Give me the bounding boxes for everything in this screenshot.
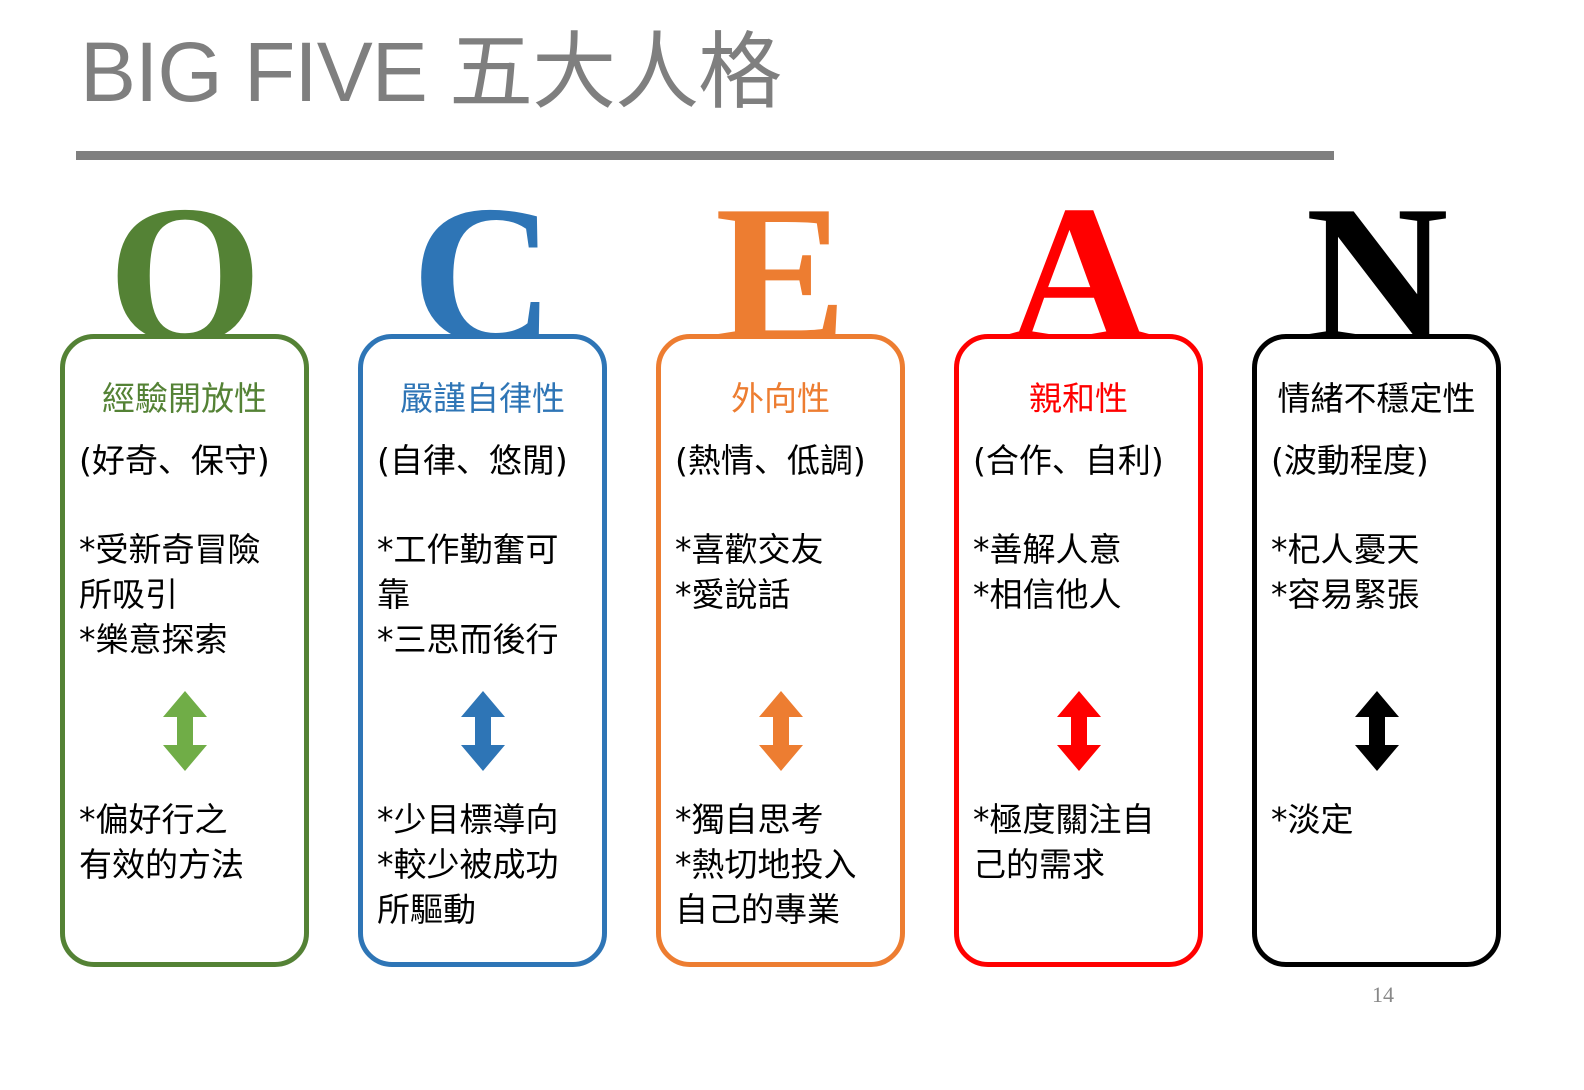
title-divider [76,151,1334,160]
double-arrow-icon [461,691,505,771]
trait-line: 有效的方法 [79,845,244,884]
trait-line: *相信他人 [973,575,1122,614]
trait-card: 嚴謹自律性 (自律、悠閒) *工作勤奮可靠 *三思而後行 *少目標導向 *較少被成功所驅動 [358,334,607,967]
trait-line: *偏好行之 [79,800,228,839]
trait-subtitle: (好奇、保守) [79,441,270,480]
big-letter: O [107,165,262,384]
trait-heading: 親和性 [1029,379,1128,418]
trait-line: 所驅動 [377,890,476,929]
high-trait-list: *受新奇冒險所吸引 *樂意探索 [79,527,301,662]
double-arrow-icon [759,691,803,771]
trait-line: *三思而後行 [377,620,559,659]
trait-card: 親和性 (合作、自利) *善解人意 *相信他人 *極度關注自己的需求 [954,334,1203,967]
trait-card: 經驗開放性 (好奇、保守) *受新奇冒險所吸引 *樂意探索 *偏好行之有效的方法 [60,334,309,967]
high-trait-list: *善解人意 *相信他人 [973,527,1195,617]
low-trait-list: *淡定 [1271,797,1493,842]
low-trait-list: *偏好行之有效的方法 [79,797,301,887]
trait-line: *淡定 [1271,800,1354,839]
high-trait-list: *工作勤奮可靠 *三思而後行 [377,527,599,662]
trait-line: *少目標導向 [377,800,559,839]
trait-subtitle: (熱情、低調) [675,441,866,480]
page-title: BIG FIVE 五大人格 [80,25,782,119]
trait-line: *杞人憂天 [1271,530,1420,569]
trait-line: *容易緊張 [1271,575,1420,614]
trait-heading: 經驗開放性 [102,379,267,418]
trait-line: *工作勤奮可 [377,530,559,569]
trait-line: 靠 [377,575,410,614]
double-arrow-icon [1355,691,1399,771]
trait-subtitle: (波動程度) [1271,441,1429,480]
trait-line: *善解人意 [973,530,1122,569]
trait-subtitle: (合作、自利) [973,441,1164,480]
trait-line: *樂意探索 [79,620,228,659]
big-letter: A [1007,165,1151,384]
double-arrow-icon [1057,691,1101,771]
trait-line: 自己的專業 [675,890,840,929]
trait-subtitle: (自律、悠閒) [377,441,568,480]
trait-heading: 嚴謹自律性 [400,379,565,418]
trait-heading: 外向性 [731,379,830,418]
big-letter: E [714,165,848,384]
trait-heading: 情緒不穩定性 [1277,379,1476,418]
low-trait-list: *獨自思考 *熱切地投入自己的專業 [675,797,897,932]
high-trait-list: *喜歡交友 *愛說話 [675,527,897,617]
trait-card: 外向性 (熱情、低調) *喜歡交友 *愛說話 *獨自思考 *熱切地投入自己的專業 [656,334,905,967]
big-letter: N [1305,165,1449,384]
page-number: 14 [1372,982,1394,1007]
trait-line: *熱切地投入 [675,845,857,884]
trait-line: *喜歡交友 [675,530,824,569]
low-trait-list: *極度關注自己的需求 [973,797,1195,887]
trait-line: *極度關注自 [973,800,1155,839]
trait-card: 情緒不穩定性 (波動程度) *杞人憂天 *容易緊張 *淡定 [1252,334,1501,967]
high-trait-list: *杞人憂天 *容易緊張 [1271,527,1493,617]
trait-line: *愛說話 [675,575,791,614]
trait-line: *受新奇冒險 [79,530,261,569]
trait-line: 己的需求 [973,845,1105,884]
trait-line: *獨自思考 [675,800,824,839]
trait-line: *較少被成功 [377,845,559,884]
trait-line: 所吸引 [79,575,178,614]
big-letter: C [411,165,555,384]
double-arrow-icon [163,691,207,771]
low-trait-list: *少目標導向 *較少被成功所驅動 [377,797,599,932]
